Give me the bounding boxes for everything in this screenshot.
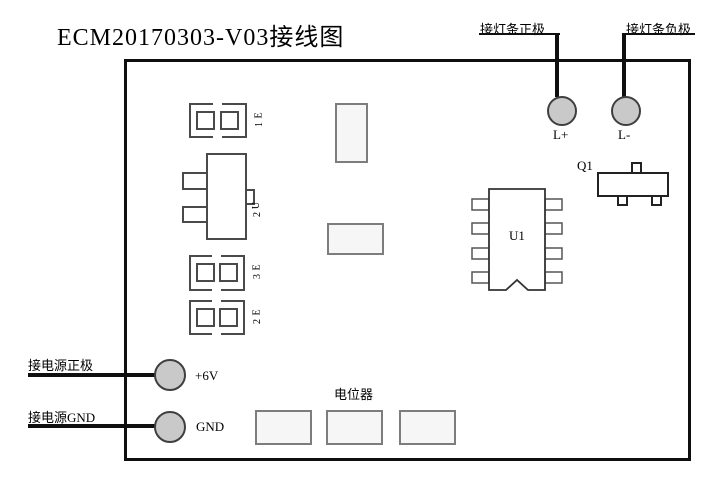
pad-l-minus [611,96,641,126]
connector-e2-gap-top [212,300,221,302]
u1-pin-left-1 [471,198,490,211]
component-block-horizontal [327,223,384,255]
ic-u1 [471,188,563,291]
connector-e2 [189,300,245,335]
label-potentiometer: 电位器 [334,387,374,402]
u2-body [206,153,247,240]
pad-l-minus-label: L- [618,127,631,142]
connector-e1-pin1 [196,111,215,130]
connector-e2-pin2 [219,308,238,327]
label-power-gnd: 接电源GND [28,410,96,425]
pad-v6 [154,359,186,391]
u1-pin-right-2 [544,222,563,235]
connector-e1-pin2 [220,111,239,130]
connector-e3-pin2 [219,263,238,282]
u2-tab-left1 [182,172,208,190]
connector-e3-pin1 [196,263,215,282]
label-power-positive: 接电源正极 [28,358,94,373]
u1-body [488,188,546,291]
potentiometer-1 [255,410,312,445]
u2-tab-left2 [182,206,208,223]
wire-power-positive [28,373,158,377]
component-block-vertical [335,103,368,163]
connector-e1-gap-top [213,103,222,105]
board-outline [124,59,691,461]
connector-e3-gap-bottom [212,289,221,291]
wire-light-negative-underline [622,33,695,35]
wire-power-gnd [28,424,158,428]
connector-e1-gap-bottom [213,136,222,138]
connector-e2-pin1 [196,308,215,327]
wire-light-positive-underline [479,33,560,35]
potentiometer-3 [399,410,456,445]
potentiometer-2 [326,410,383,445]
pad-gnd [154,411,186,443]
pad-gnd-label: GND [196,419,225,434]
pad-l-plus-label: L+ [553,127,569,142]
page-title: ECM20170303-V03接线图 [57,25,345,51]
u1-pin-right-4 [544,271,563,284]
connector-e1 [189,103,247,138]
q1-body [597,172,669,197]
q1-label: Q1 [577,158,593,173]
u1-pin-left-4 [471,271,490,284]
wire-light-positive-drop [555,33,559,97]
connector-e2-gap-bottom [212,333,221,335]
connector-e3-gap-top [212,255,221,257]
u1-pin-left-3 [471,247,490,260]
wire-light-negative-drop [622,33,626,97]
pad-v6-label: +6V [195,368,219,383]
label-light-negative: 接灯条负极 [626,22,692,37]
u1-pin-right-3 [544,247,563,260]
u1-label: U1 [509,228,525,243]
label-light-positive: 接灯条正极 [480,22,546,37]
connector-e3 [189,255,245,291]
u1-pin-left-2 [471,222,490,235]
u1-pin-right-1 [544,198,563,211]
pad-l-plus [547,96,577,126]
